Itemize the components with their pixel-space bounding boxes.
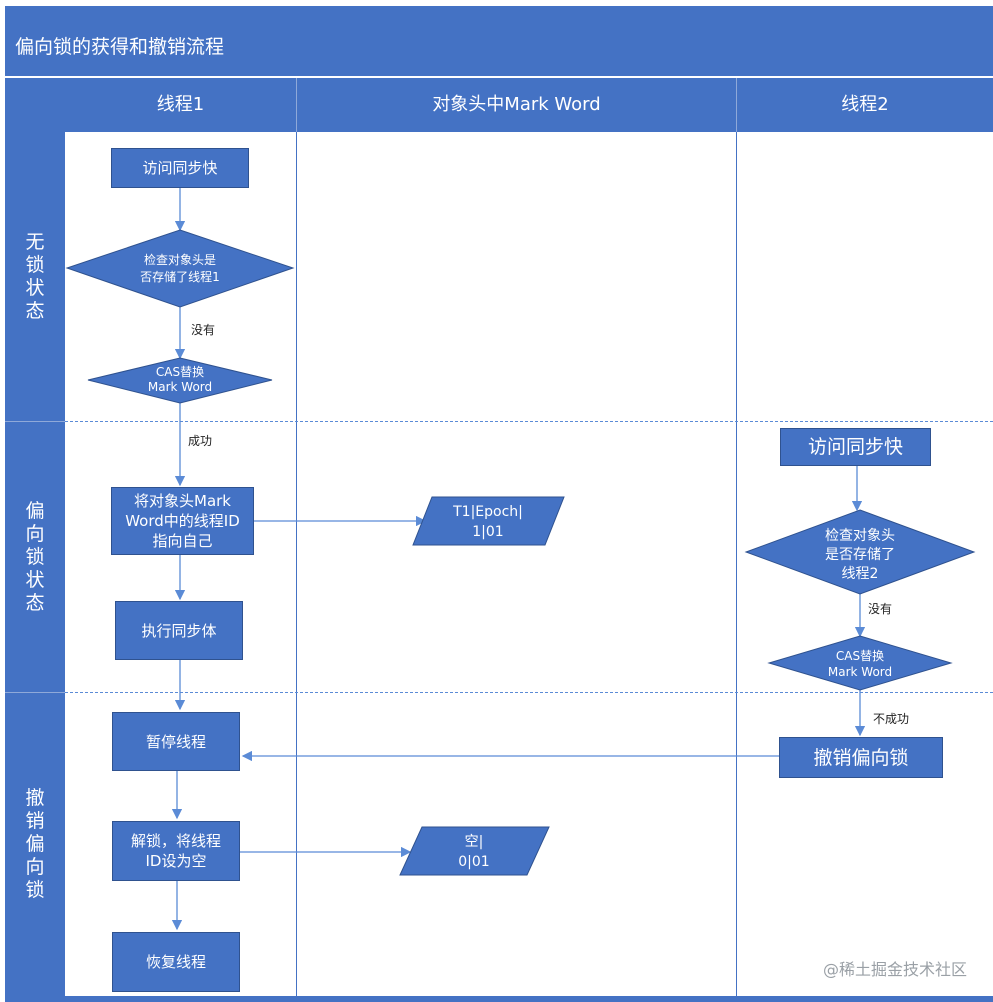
box-label: 撤销偏向锁	[813, 746, 909, 769]
box-label: 指向自己	[152, 532, 213, 550]
cas-replace-thread2	[767, 635, 953, 691]
markword-biased	[412, 496, 565, 546]
lane-dashed-separator	[65, 692, 993, 693]
decision-text: 检查对象头	[825, 528, 895, 544]
watermark: @稀土掘金技术社区	[822, 960, 967, 979]
decision-check-header-thread1	[65, 229, 295, 308]
box-label: 访问同步快	[807, 436, 903, 458]
lane-dashed-separator	[65, 421, 993, 422]
markword-empty	[399, 826, 550, 876]
lane-separator	[5, 421, 65, 422]
decision-text: CAS替换	[156, 365, 204, 379]
decision-text: 检查对象头是	[144, 252, 216, 267]
lane-separator	[5, 692, 65, 693]
exec-sync-box: 执行同步体	[115, 601, 243, 660]
column-header-markword: 对象头中Mark Word	[432, 94, 601, 115]
header-divider	[736, 78, 737, 132]
box-label: 解锁，将线程	[130, 832, 221, 850]
lane-revoke: 撤销偏向锁	[5, 693, 65, 996]
column-header-thread1: 线程1	[156, 94, 205, 115]
decision-check-header-thread2	[744, 509, 976, 595]
column-header-thread2: 线程2	[841, 94, 889, 115]
box-label: 暂停线程	[145, 732, 206, 751]
decision-text: CAS替换	[836, 649, 884, 663]
markword-text: T1|Epoch|	[452, 504, 523, 520]
box-label: 访问同步快	[142, 159, 218, 177]
box-label: 将对象头Mark	[134, 492, 231, 510]
decision-text: Mark Word	[148, 380, 212, 394]
box-label: 恢复线程	[145, 953, 206, 971]
markword-text: 1|01	[472, 524, 503, 540]
column-divider	[296, 132, 297, 996]
lane-label-revoke: 撤销偏向锁	[25, 787, 45, 901]
edge-label-none: 没有	[191, 323, 216, 337]
lane-biased: 偏向锁状态	[5, 422, 65, 692]
decision-text: Mark Word	[828, 665, 892, 679]
visit-sync-block-thread2: 访问同步快	[780, 428, 931, 466]
lane-label-unlocked: 无锁状态	[25, 230, 45, 322]
resume-thread-box: 恢复线程	[112, 932, 240, 992]
markword-text: 0|01	[458, 854, 489, 870]
bottom-band	[5, 996, 993, 1002]
decision-text: 否存储了线程1	[140, 269, 220, 284]
edge-label-none: 没有	[868, 602, 893, 616]
column-divider	[736, 132, 737, 996]
header-divider	[296, 78, 297, 132]
edge-label-success: 成功	[188, 434, 213, 448]
revoke-bias-box: 撤销偏向锁	[779, 737, 943, 778]
unlock-box: 解锁，将线程 ID设为空	[112, 821, 240, 881]
column-header-bar: 线程1 对象头中Mark Word 线程2	[5, 78, 993, 132]
cas-replace-thread1	[87, 357, 273, 404]
lane-label-biased: 偏向锁状态	[25, 499, 45, 614]
box-label: 执行同步体	[141, 621, 217, 640]
diagram-title: 偏向锁的获得和撤销流程	[15, 36, 225, 58]
set-thread-id-box: 将对象头Mark Word中的线程ID 指向自己	[111, 487, 254, 555]
lane-unlocked: 无锁状态	[5, 132, 65, 421]
decision-text: 线程2	[842, 566, 879, 582]
edge-label-fail: 不成功	[873, 712, 910, 726]
pause-thread-box: 暂停线程	[112, 712, 240, 771]
visit-sync-block-thread1: 访问同步快	[111, 148, 249, 188]
box-label: ID设为空	[145, 852, 207, 870]
box-label: Word中的线程ID	[125, 512, 240, 530]
decision-text: 是否存储了	[825, 547, 895, 563]
markword-text: 空|	[465, 834, 484, 850]
diagram-title-bar: 偏向锁的获得和撤销流程	[5, 6, 993, 76]
